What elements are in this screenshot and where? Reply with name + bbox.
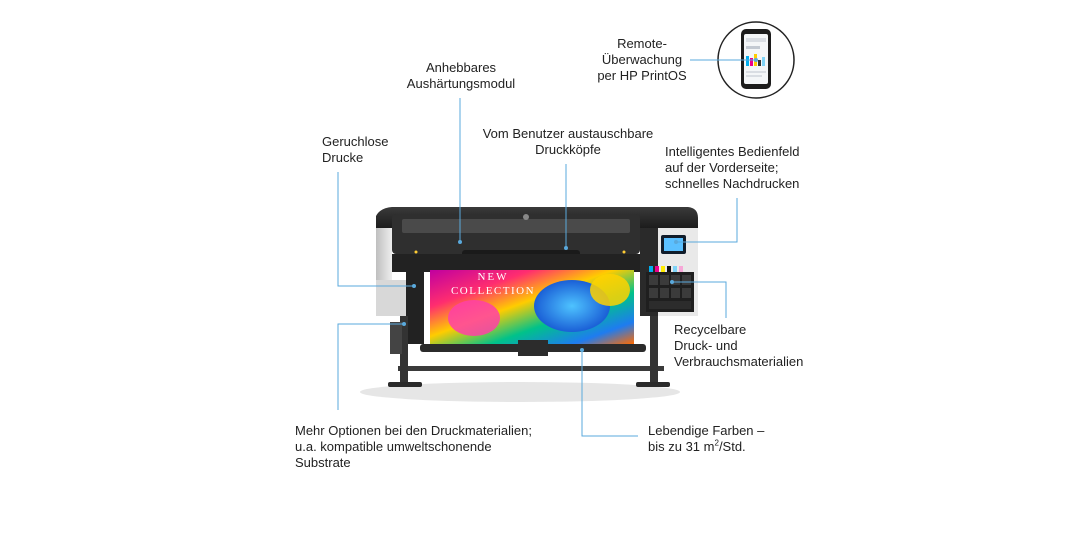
leader-recyclable-dot (670, 280, 674, 284)
callout-front-panel: Intelligentes Bedienfeld auf der Vorders… (665, 144, 799, 192)
status-light-left (414, 250, 418, 254)
callout-front-panel-line1: Intelligentes Bedienfeld (665, 144, 800, 159)
callout-vivid-colors-line1: Lebendige Farben – (648, 423, 765, 438)
stand-leg-left (400, 316, 408, 386)
callout-recyclable-line2: Druck- und (674, 338, 738, 353)
callout-media-options-line2: u.a. kompatible umweltschonende (295, 439, 492, 454)
callout-front-panel-line3: schnelles Nachdrucken (665, 176, 800, 191)
callout-media-options-line1: Mehr Optionen bei den Druckmaterialien; (295, 423, 533, 438)
leader-media-options-dot (402, 322, 406, 326)
stand-foot-right (636, 382, 670, 387)
touch-panel-screen (664, 238, 683, 251)
stand-crossbar (398, 366, 664, 371)
hp-logo-icon (523, 214, 529, 220)
leader-media-options (337, 323, 404, 410)
leader-curing-module-dot (458, 240, 462, 244)
callout-recyclable-line1: Recycelbare (674, 322, 747, 337)
print-blob-pink (448, 300, 500, 336)
curing-module-window (402, 219, 630, 233)
callout-printheads: Vom Benutzer austauschbare Druckköpfe (478, 126, 658, 158)
leader-printheads-dot (564, 246, 568, 250)
leader-remote-monitoring-dot (754, 58, 758, 62)
stand-leg-right (650, 316, 658, 386)
callout-odorless-line1: Geruchlose (322, 134, 389, 149)
stand-foot-left (388, 382, 422, 387)
leader-odorless-dot (412, 284, 416, 288)
leader-front-panel-dot (674, 240, 678, 244)
callout-recyclable: Recycelbare Druck- und Verbrauchsmateria… (674, 322, 803, 370)
callout-printheads-line1: Vom Benutzer austauschbare (482, 126, 654, 141)
leader-recyclable (672, 281, 727, 318)
print-text-new: NEW (477, 271, 508, 283)
callout-vivid-colors-line2-prefix: bis zu 31 m (648, 439, 715, 454)
callout-front-panel-line2: auf der Vorderseite; (665, 160, 779, 175)
callout-remote-monitoring-line3: per HP PrintOS (597, 68, 687, 83)
leader-front-panel (676, 198, 738, 243)
callout-remote-monitoring: Remote- Überwachung per HP PrintOS (590, 36, 694, 84)
callout-media-options-line3: Substrate (295, 455, 351, 470)
leader-vivid-colors-dot (580, 348, 584, 352)
status-light-right (622, 250, 626, 254)
callout-media-options: Mehr Optionen bei den Druckmaterialien; … (295, 423, 532, 471)
left-side-base (376, 280, 406, 316)
ink-cartridge-icon (646, 266, 694, 312)
callout-curing-module-line2: Aushärtungsmodul (406, 76, 516, 91)
callout-odorless-line2: Drucke (322, 150, 364, 165)
callout-vivid-colors-line2: bis zu 31 m2/Std. (648, 439, 764, 455)
leader-vivid-colors (581, 350, 638, 437)
callout-vivid-colors: Lebendige Farben – bis zu 31 m2/Std. (648, 423, 764, 455)
print-text-collection: COLLECTION (451, 285, 535, 297)
callout-remote-monitoring-line2: Überwachung (601, 52, 683, 67)
callout-vivid-colors-line2-suffix: /Std. (718, 439, 746, 454)
callout-curing-module-line1: Anhebbares (425, 60, 497, 75)
leader-odorless (337, 172, 414, 287)
media-holder-mid (518, 340, 548, 356)
media-holder-left (390, 322, 402, 354)
callout-odorless: Geruchlose Drucke (322, 134, 388, 166)
callout-printheads-line2: Druckköpfe (535, 142, 601, 157)
callout-recyclable-line3: Verbrauchsmaterialien (674, 354, 804, 369)
callout-curing-module: Anhebbares Aushärtungsmodul (396, 60, 526, 92)
callout-remote-monitoring-line1: Remote- (617, 36, 667, 51)
floor-shadow (360, 382, 680, 402)
print-blob-yellow (590, 274, 630, 306)
callout-vivid-colors-line2-sup: 2 (714, 438, 719, 448)
